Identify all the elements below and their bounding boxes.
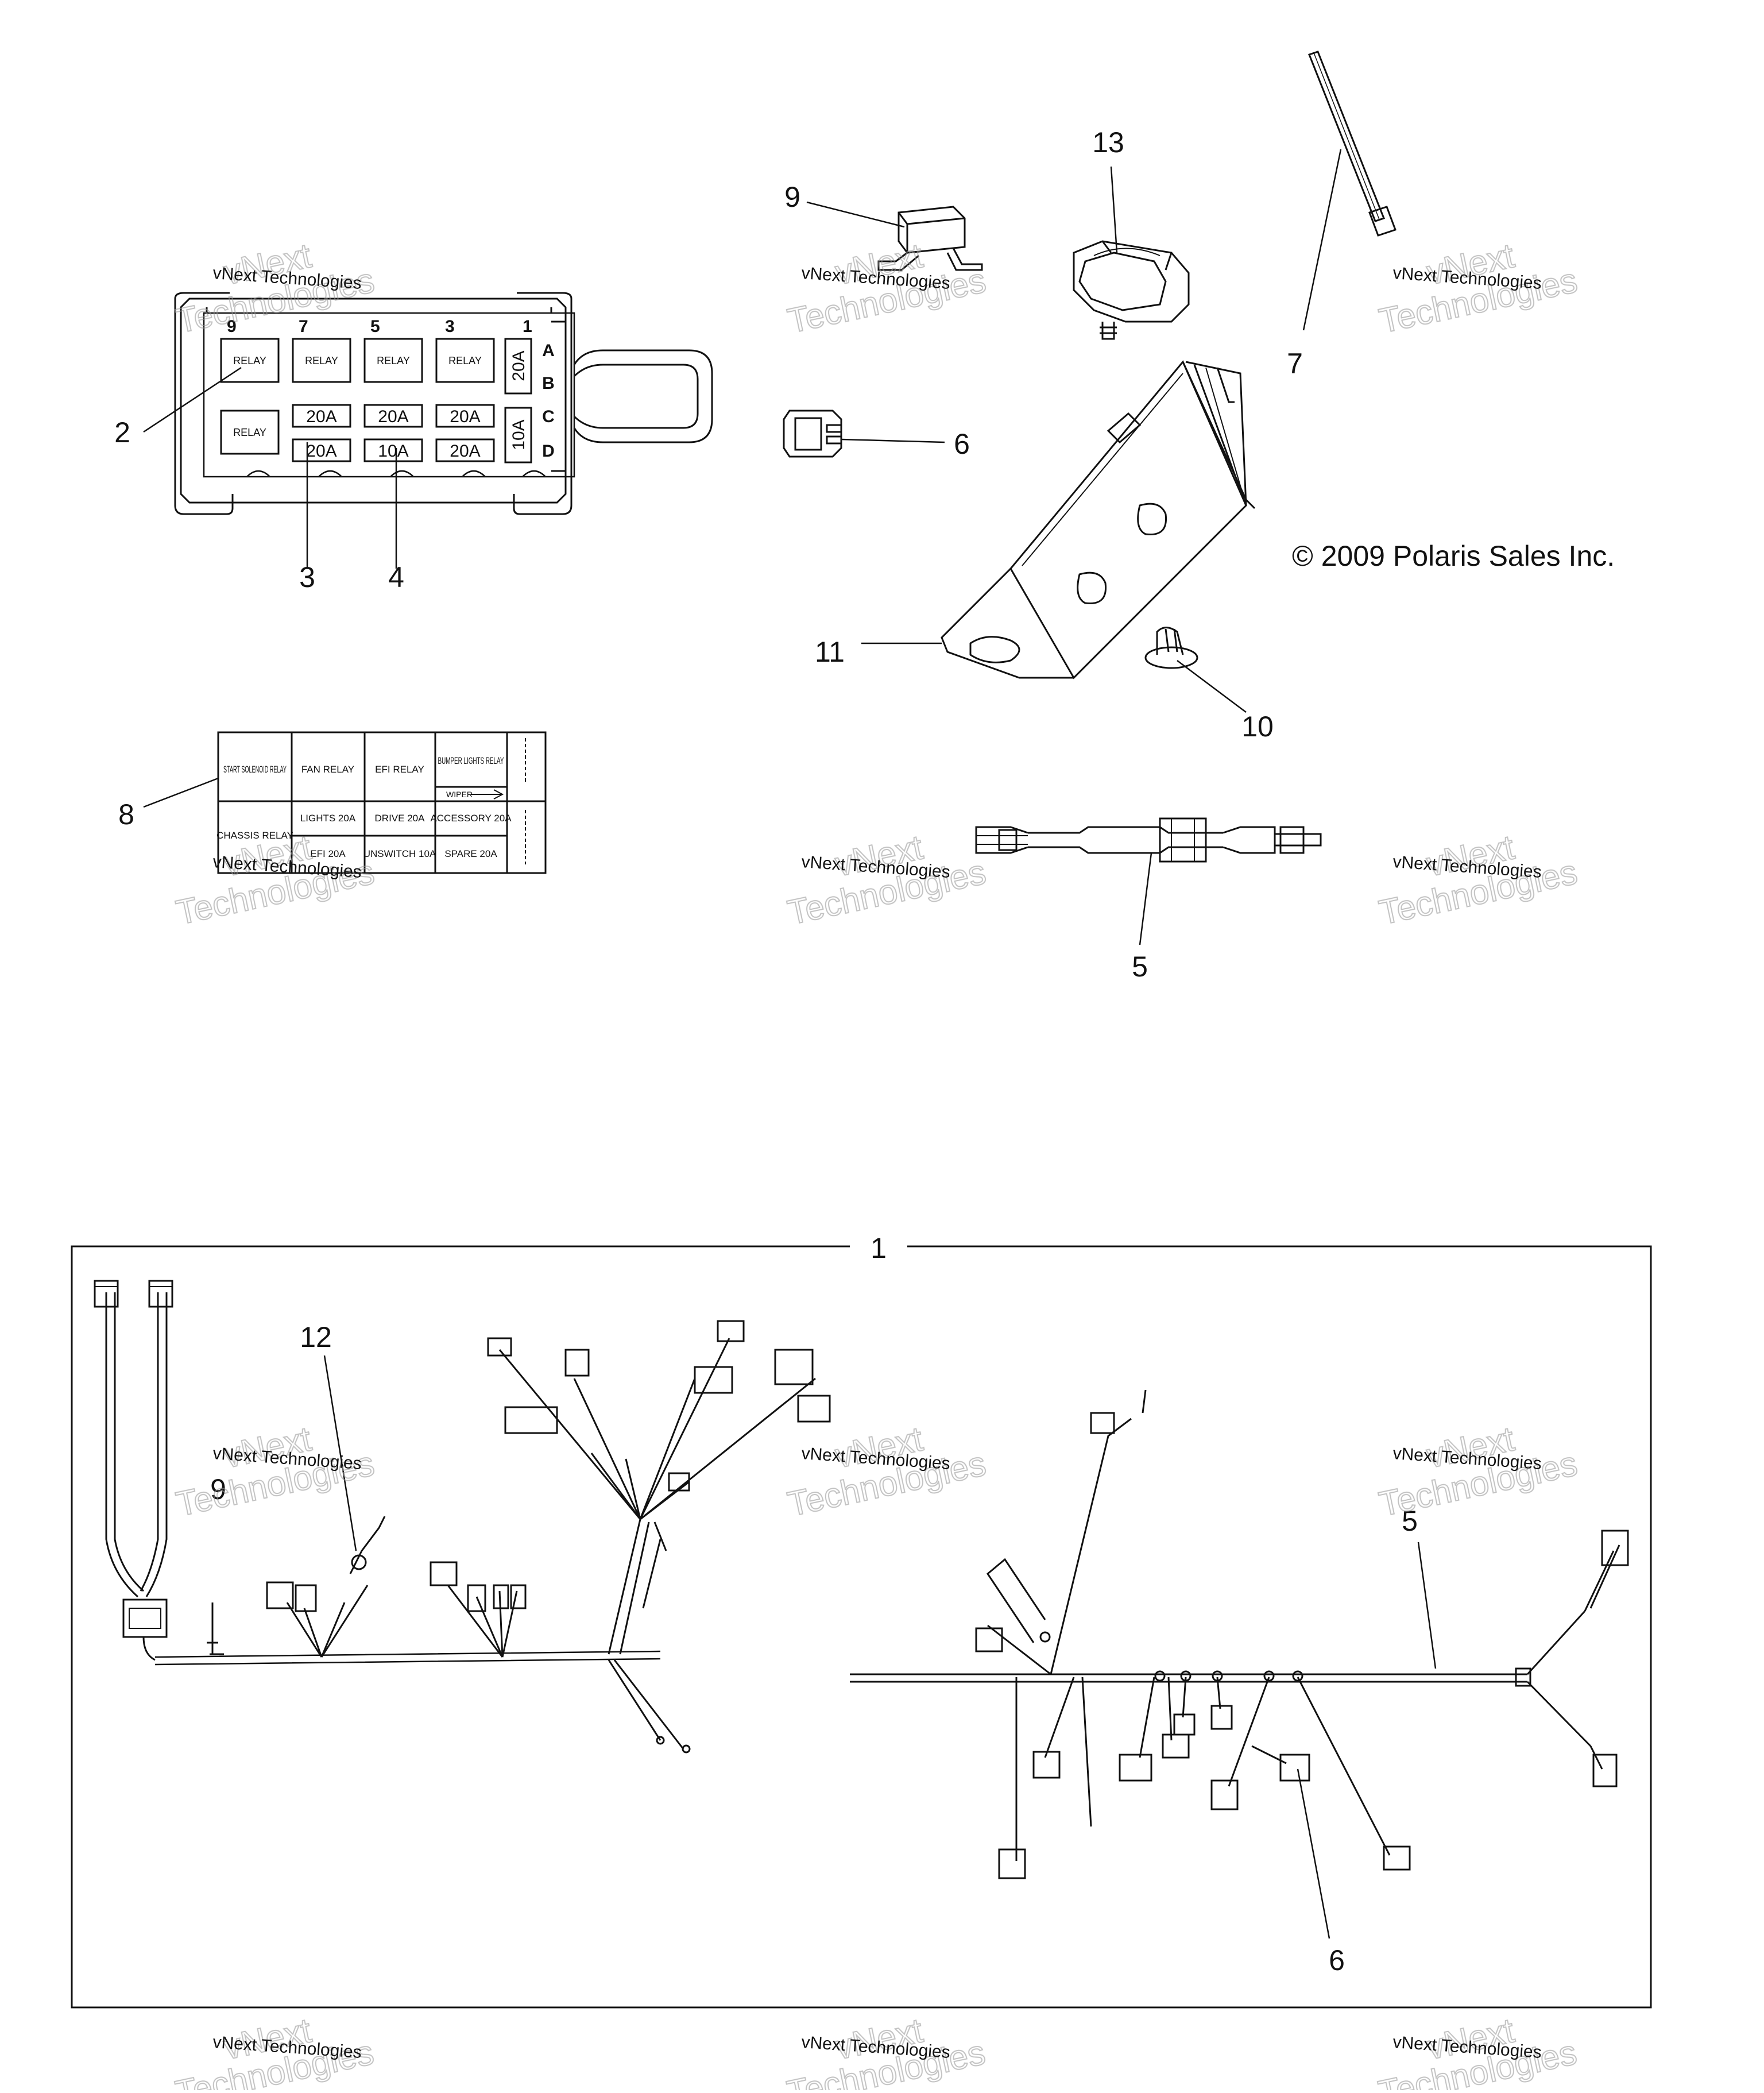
plug-connector-drawing (783, 410, 842, 458)
relay-label: RELAY (305, 355, 338, 366)
fuse-rating: 20A (306, 407, 336, 426)
callout-4: 4 (388, 561, 404, 593)
callout-numbers: 1 2 3 4 5 5 6 6 7 8 9 9 10 11 12 13 (114, 126, 1418, 1976)
terminal-connector-drawing (1073, 240, 1190, 340)
callout-13: 13 (1092, 126, 1124, 159)
callout-9-top: 9 (784, 181, 800, 213)
fuse-rating: 20A (378, 407, 408, 426)
fuse-box-relay-labels: RELAY RELAY RELAY RELAY RELAY (233, 355, 482, 438)
fuse-box-fuse-ratings: 20A 20A 20A 20A 10A 20A 20A 10A (306, 350, 528, 461)
fuse-label-cell: LIGHTS 20A (300, 813, 356, 824)
callout-5-top: 5 (1132, 951, 1148, 983)
main-wiring-harness-drawing (94, 1280, 831, 1754)
fuse-label-cell: CHASSIS RELAY (216, 830, 293, 841)
fuse-box-row-letters: A B C D (542, 341, 555, 461)
cable-tie-drawing (1308, 51, 1396, 237)
row-letter-b: B (542, 374, 555, 393)
fuse-label-text: START SOLENOID RELAY FAN RELAY EFI RELAY… (216, 755, 512, 859)
fuse-box-drawing (174, 292, 713, 515)
side-fuse-rating: 10A (509, 419, 528, 450)
relay-label: RELAY (448, 355, 482, 366)
fuse-label-wiper: WIPER (446, 790, 473, 799)
fuse-label-cell: EFI 20A (310, 848, 346, 859)
fuse-label-cell: ACCESSORY 20A (430, 813, 512, 824)
fuse-position-7: 7 (299, 317, 308, 336)
circuit-breaker-drawing (877, 206, 983, 271)
fuse-label-cell: SPARE 20A (444, 848, 497, 859)
fuse-rating: 20A (450, 442, 480, 461)
fuse-rating: 20A (450, 407, 480, 426)
callout-leader-lines (143, 149, 1437, 1939)
callout-12: 12 (300, 1321, 332, 1353)
fuse-rating: 10A (378, 442, 408, 461)
fuse-label-cell: BUMPER LIGHTS RELAY (438, 755, 504, 766)
fuse-label-cell: DRIVE 20A (375, 813, 425, 824)
fuse-position-1: 1 (523, 317, 532, 336)
callout-1: 1 (871, 1232, 887, 1264)
copyright-notice: © 2009 Polaris Sales Inc. (1292, 540, 1615, 572)
callout-9-bottom: 9 (210, 1473, 226, 1505)
callout-5-bottom: 5 (1402, 1505, 1418, 1537)
side-fuse-rating: 20A (509, 350, 528, 381)
callout-11: 11 (815, 636, 845, 668)
fuse-position-9: 9 (227, 317, 237, 336)
callout-3: 3 (299, 561, 315, 593)
fuse-box-position-numbers: 9 7 5 3 1 (227, 317, 532, 336)
relay-label: RELAY (233, 427, 266, 438)
fuse-position-3: 3 (445, 317, 455, 336)
push-rivet-drawing (1144, 627, 1198, 669)
row-letter-a: A (542, 341, 555, 360)
row-letter-d: D (542, 442, 555, 461)
callout-6-bottom: 6 (1329, 1944, 1345, 1976)
fuse-position-5: 5 (370, 317, 380, 336)
fuse-label-decal (217, 731, 547, 874)
callout-7: 7 (1287, 347, 1303, 380)
fuse-label-cell: EFI RELAY (375, 764, 424, 775)
callout-10: 10 (1241, 710, 1274, 743)
callout-2: 2 (114, 416, 130, 449)
harness-assembly-frame (71, 1245, 1652, 2009)
fuse-label-cell: START SOLENOID RELAY (223, 764, 287, 775)
row-letter-c: C (542, 407, 555, 426)
secondary-wiring-harness-drawing (850, 1389, 1629, 1879)
mounting-bracket-drawing (941, 360, 1256, 679)
relay-label: RELAY (233, 355, 266, 366)
fuse-rating: 20A (306, 442, 336, 461)
fuse-label-cell: UNSWITCH 10A (363, 848, 436, 859)
relay-label: RELAY (377, 355, 410, 366)
fuse-label-cell: FAN RELAY (301, 764, 354, 775)
callout-6-top: 6 (954, 428, 970, 460)
inline-harness-section-drawing (975, 817, 1322, 863)
callout-8: 8 (118, 798, 134, 831)
